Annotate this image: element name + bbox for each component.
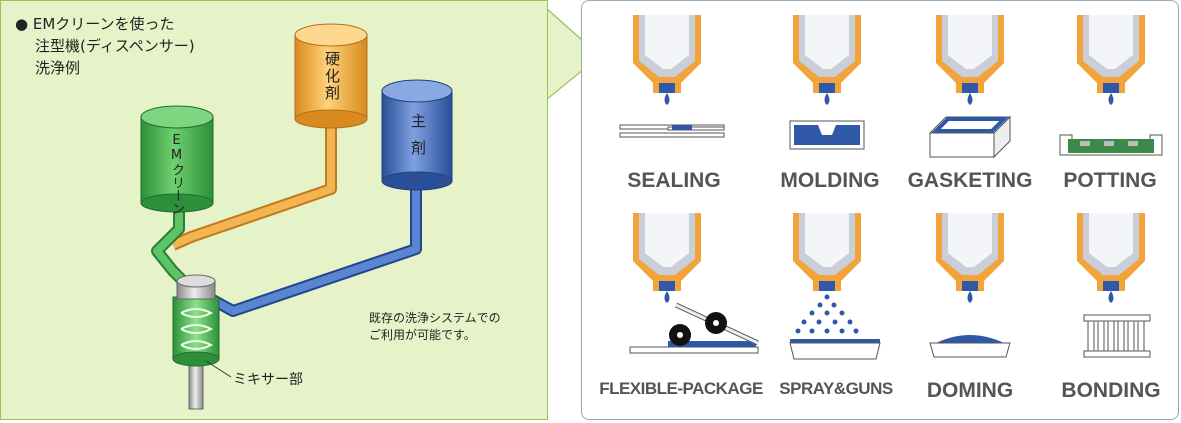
title-line-2: 注型機(ディスペンサー) bbox=[35, 37, 195, 55]
label-potting: POTTING bbox=[1063, 169, 1157, 192]
note-line-1: 既存の洗浄システムでの bbox=[369, 311, 501, 325]
gasketing-icon bbox=[928, 15, 1012, 159]
flexible-package-icon bbox=[629, 213, 760, 354]
label-gasketing: GASKETING bbox=[907, 169, 1033, 192]
label-spray-guns: SPRAY&GUNS bbox=[779, 379, 893, 398]
mixer-unit bbox=[172, 274, 232, 410]
bonding-icon bbox=[1077, 213, 1151, 358]
applications-grid bbox=[619, 15, 1163, 360]
title-line-1: ● EMクリーンを使った bbox=[15, 15, 175, 33]
label-flexible-package: FLEXIBLE-PACKAGE bbox=[599, 379, 763, 398]
em-clean-tank bbox=[140, 105, 214, 213]
em-clean-label: EMクリーン bbox=[169, 133, 184, 215]
bullet-icon: ● bbox=[15, 15, 29, 33]
hardener-label: 硬化剤 bbox=[323, 51, 341, 102]
main-agent-label: 主剤 bbox=[409, 113, 427, 167]
label-bonding: BONDING bbox=[1061, 379, 1161, 402]
label-sealing: SEALING bbox=[627, 169, 721, 192]
dispenser-diagram bbox=[140, 23, 453, 410]
doming-icon bbox=[929, 213, 1011, 358]
hardener-tank bbox=[294, 23, 368, 129]
molding-icon bbox=[789, 15, 865, 150]
mixer-label: ミキサー部 bbox=[233, 372, 303, 388]
applications-panel: SEALING MOLDING GASKETING POTTING FLEXIB… bbox=[581, 0, 1179, 420]
label-molding: MOLDING bbox=[780, 169, 880, 192]
sealing-icon bbox=[619, 15, 725, 138]
main-agent-tank bbox=[381, 79, 453, 191]
label-doming: DOMING bbox=[926, 379, 1014, 402]
title-line-3: 洗浄例 bbox=[35, 59, 81, 77]
spray-guns-icon bbox=[789, 213, 881, 360]
note-line-2: ご利用が可能です。 bbox=[369, 328, 476, 342]
cleaning-example-panel: ● EMクリーンを使った 注型機(ディスペンサー) 洗浄例 bbox=[0, 0, 548, 420]
potting-icon bbox=[1059, 15, 1163, 156]
